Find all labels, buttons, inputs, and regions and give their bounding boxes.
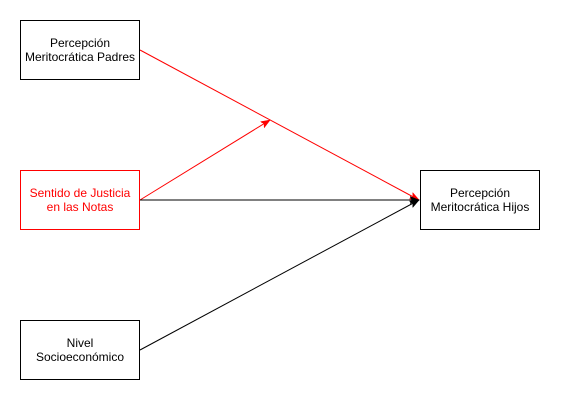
node-percepcion-padres: Percepción Meritocrática Padres	[20, 20, 140, 80]
edge-padres-to-hijos	[139, 49, 419, 201]
node-sentido-justicia: Sentido de Justicia en las Notas	[20, 170, 140, 230]
node-label: Percepción Meritocrática Padres	[24, 36, 136, 64]
edge-justicia-moderation	[139, 120, 270, 201]
node-label: Sentido de Justicia en las Notas	[29, 186, 131, 214]
node-label: Nivel Socioeconómico	[35, 336, 125, 364]
node-label: Percepción Meritocrática Hijos	[430, 186, 530, 214]
edge-nse-to-hijos	[139, 199, 419, 351]
node-percepcion-hijos: Percepción Meritocrática Hijos	[420, 170, 540, 230]
node-nivel-socioeconomico: Nivel Socioeconómico	[20, 320, 140, 380]
